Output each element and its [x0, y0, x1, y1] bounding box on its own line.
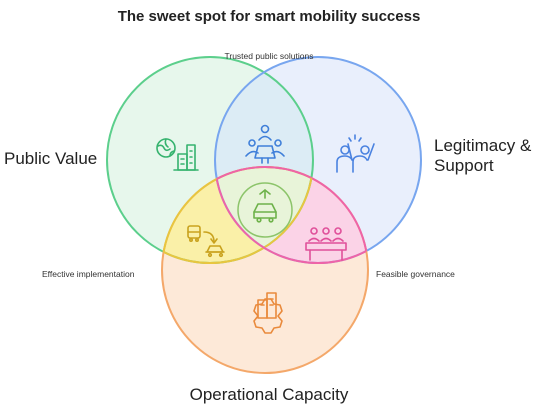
label-feasible: Feasible governance: [376, 269, 455, 279]
label-operational-capacity: Operational Capacity: [189, 385, 349, 404]
center-badge: [237, 182, 293, 238]
region-feasible: [215, 167, 368, 263]
diagram-title: The sweet spot for smart mobility succes…: [117, 8, 421, 25]
label-legitimacy-line2: Support: [434, 156, 494, 175]
label-legitimacy-line1: Legitimacy &: [434, 136, 532, 155]
council-icon: [305, 227, 347, 261]
label-effective: Effective implementation: [42, 269, 135, 279]
label-public-value: Public Value: [4, 149, 98, 168]
region-effective: [162, 167, 313, 263]
gear-building-icon: [253, 292, 283, 334]
label-trusted: Trusted public solutions: [224, 51, 314, 61]
meeting-icon: [245, 124, 285, 164]
transit-icon: [187, 225, 225, 258]
high-five-icon: [336, 134, 375, 173]
electric-car-icon: [253, 189, 277, 223]
globe-city-icon: [156, 138, 199, 171]
